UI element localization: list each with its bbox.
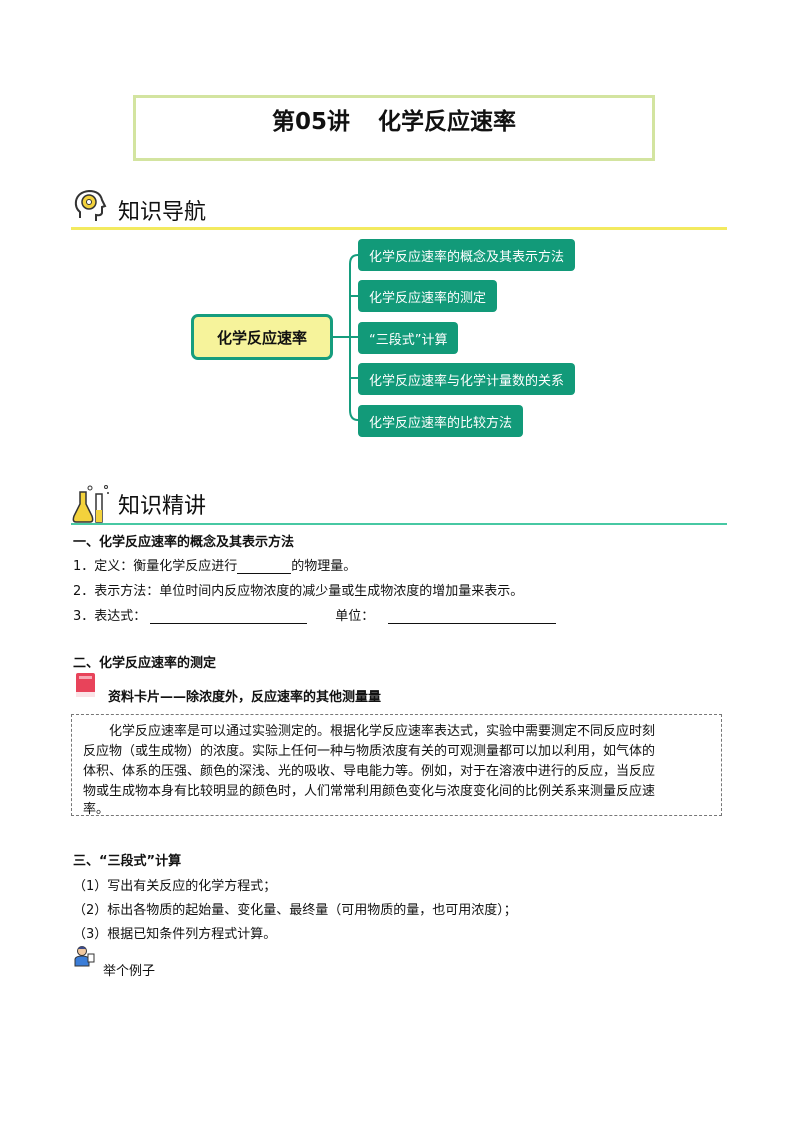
data-card-title: 资料卡片——除浓度外，反应速率的其他测量量 (108, 690, 382, 705)
title-box (133, 95, 655, 161)
book-card-icon (75, 672, 97, 698)
lecture-section-rule (71, 523, 727, 525)
data-card-box (71, 714, 722, 816)
nav-section-rule (71, 227, 727, 230)
part1-definition: 1．定义：衡量化学反应进行的物理量。 (73, 559, 357, 574)
page-title: 第05讲 化学反应速率 (133, 102, 655, 136)
lecture-number: 第05讲 (271, 109, 350, 135)
mindmap-leaf-measurement: 化学反应速率的测定 (358, 280, 498, 312)
data-card-line: 化学反应速率是可以通过实验测定的。根据化学反应速率表达式，实验中需要测定不同反应… (109, 724, 656, 739)
expression-blank (150, 609, 308, 624)
data-card-line: 反应物（或生成物）的浓度。实际上任何一种与物质浓度有关的可观测量都可以加以利用，… (83, 744, 656, 759)
part3-step: （2）标出各物质的起始量、变化量、最终量（可用物质的量，也可用浓度）； (73, 903, 517, 918)
lecture-section-title: 知识精讲 (118, 494, 207, 519)
head-gear-icon (72, 188, 110, 226)
part3-step: （1）写出有关反应的化学方程式； (73, 879, 277, 894)
part1-expression: 3．表达式：单位： (73, 605, 557, 624)
data-card-line: 体积、体系的压强、颜色的深浅、光的吸收、导电能力等。例如，对于在溶液中进行的反应… (83, 764, 656, 779)
part1-representation: 2．表示方法：单位时间内反应物浓度的减少量或生成物浓度的增加量来表示。 (73, 584, 524, 599)
mindmap-leaf-three-step: “三段式”计算 (358, 322, 459, 354)
unit-blank (388, 609, 557, 624)
part1-heading: 一、化学反应速率的概念及其表示方法 (73, 535, 295, 550)
example-label: 举个例子 (103, 964, 156, 979)
part3-heading: 三、“三段式”计算 (73, 854, 182, 869)
part2-heading: 二、化学反应速率的测定 (73, 656, 217, 671)
data-card-line: 物或生成物本身有比较明显的颜色时，人们常常利用颜色变化与浓度变化间的比例关系来测… (83, 784, 656, 799)
teacher-icon (73, 945, 95, 967)
mindmap-leaf-comparison: 化学反应速率的比较方法 (358, 405, 524, 437)
lab-flask-icon (70, 482, 112, 524)
data-card-line: 率。 (83, 802, 110, 817)
mindmap-leaf-concept: 化学反应速率的概念及其表示方法 (358, 239, 576, 271)
mindmap-leaf-stoichiometry: 化学反应速率与化学计量数的关系 (358, 363, 576, 395)
part3-step: （3）根据已知条件列方程式计算。 (73, 927, 277, 942)
mindmap-center-node: 化学反应速率 (191, 314, 333, 360)
lecture-topic: 化学反应速率 (378, 109, 516, 135)
definition-blank (237, 559, 292, 574)
nav-section-title: 知识导航 (118, 200, 207, 225)
mindmap-connectors (333, 254, 359, 421)
